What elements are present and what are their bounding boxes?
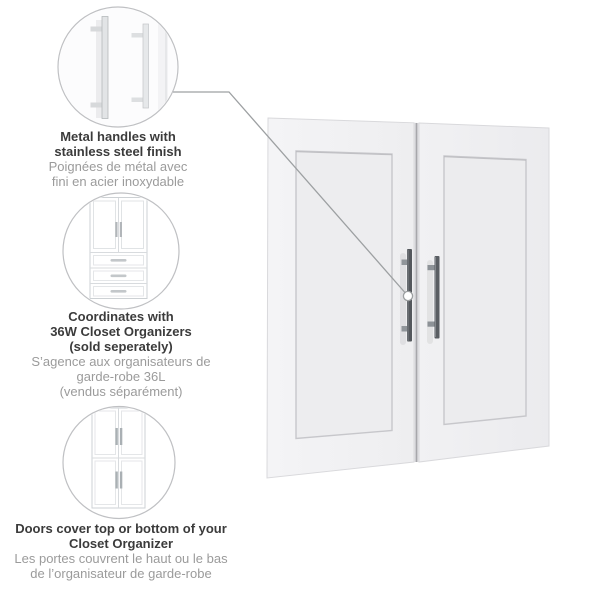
closeup-left-bar [101,16,109,119]
feature-1-en-line: stainless steel finish [54,143,182,159]
feature-caption-handles: Metal handles with stainless steel finis… [18,129,218,190]
feature-2-en-line: 36W Closet Organizers [50,323,192,339]
left-door-handle [400,249,412,345]
closet-organizer-icon [62,192,180,310]
feature-3-fr-line: Les portes couvrent le haut ou le bas [14,550,228,566]
left-handle-stem-bottom [401,326,410,332]
feature-2-fr-line: S’agence aux organisateurs de [31,353,211,369]
right-panel-shadow-line [443,156,527,161]
cabinet-handle-br [119,471,123,489]
organizer-drawer-inset-2 [93,270,144,281]
right-door-panel [443,155,527,426]
feature-3-fr-line: de l’organisateur de garde-robe [30,565,212,581]
callout-point-dot [402,290,414,302]
four-door-cabinet-icon [62,405,176,520]
feature-3-en-line: Closet Organizer [68,535,174,551]
closeup-left-stem-bottom [90,102,104,108]
closeup-left-stem-top [90,26,104,32]
callout-connector [173,91,414,302]
main-doors [266,117,550,479]
closeup-right-stem-bottom [131,97,145,102]
closeup-panel-band [158,8,168,126]
feature-1-en-line: Metal handles with [60,129,176,144]
closeup-background [59,8,177,126]
cabinet-handle-bl [115,471,118,489]
circle-1-outline [57,6,179,128]
right-door-handle [427,256,440,344]
left-door [266,117,415,479]
door-gap [414,122,419,463]
left-door-panel [295,150,393,440]
organizer-drawer-handle-2 [110,274,127,278]
feature-caption-coverage: Doors cover top or bottom of your Closet… [11,521,231,582]
right-door [418,122,550,463]
organizer-drawer-handle-3 [110,290,127,293]
feature-2-fr-line: garde-robe 36L [76,368,166,384]
circle-2-outline [62,192,180,310]
closeup-right-bar [142,23,149,109]
left-handle-shadow [400,253,406,345]
organizer-drawer-inset-3 [93,286,144,297]
right-handle-stem-bottom [427,321,436,327]
left-handle-stem-top [401,259,410,265]
closeup-left-handle-shadow [96,20,103,118]
cabinet-handle-tr [119,428,123,445]
organizer-drawer-handle-1 [110,259,127,262]
handles-closeup-icon [57,6,179,128]
left-panel-shadow-line [295,151,393,156]
right-handle-stem-top [427,265,436,271]
callout-line [173,91,409,297]
right-handle-shadow [427,260,433,344]
feature-1-fr-line: Poignées de métal avec [48,158,188,174]
feature-2-en-line: (sold seperately) [69,338,173,354]
feature-2-en-line: Coordinates with [68,309,174,324]
organizer-left-door-handle [115,222,118,237]
closeup-right-stem-top [131,33,145,38]
feature-1-fr-line: fini en acier inoxydable [51,173,185,189]
organizer-drawer-inset-1 [93,255,144,266]
feature-3-en-line: Doors cover top or bottom of your [15,521,227,536]
cabinet-handle-tl [115,428,118,445]
feature-caption-coordinates: Coordinates with 36W Closet Organizers (… [21,309,221,399]
circle-3-outline [62,405,176,520]
feature-2-fr-line: (vendus séparément) [59,383,183,399]
organizer-right-door-handle [119,222,122,237]
